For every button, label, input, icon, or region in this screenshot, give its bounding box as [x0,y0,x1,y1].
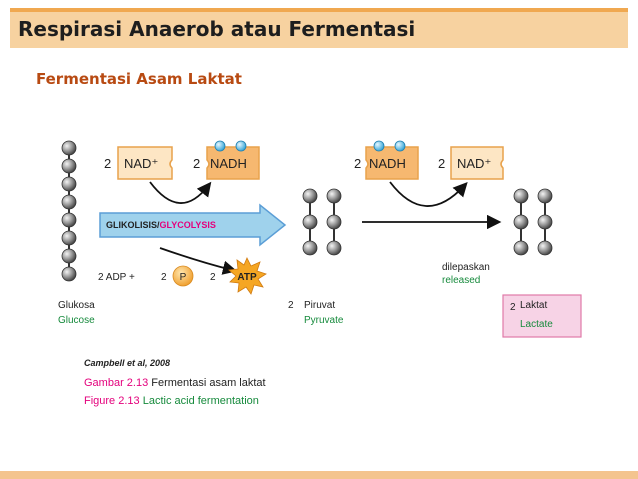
nad-right-box [450,146,504,180]
electron-icon [394,140,406,152]
nadh-right-coefficient: 2 [354,156,361,171]
electron-icon [235,140,247,152]
nadh-right-box [365,140,419,180]
figure-caption-en: Figure 2.13 Lactic acid fermentation [84,395,259,407]
nadh-left-box [206,140,260,180]
pyruvate-label-id: Piruvat [304,300,335,311]
pyruvate-label-en: Pyruvate [304,315,344,326]
electron-icon [373,140,385,152]
nad-left-coefficient: 2 [104,156,111,171]
nadh-left-label: NADH [210,156,247,171]
phosphate-label: P [180,272,187,283]
glucose-label-en: Glucose [58,315,95,326]
pyruvate-coefficient: 2 [288,300,294,311]
nad-right-label: NAD⁺ [457,156,491,171]
atp-label: ATP [237,272,257,283]
glucose-label-id: Glukosa [58,300,95,311]
glucose-molecule [61,140,77,282]
bottom-band [0,471,638,479]
adp-label: 2 ADP + [98,272,135,283]
nad-left-box [117,146,173,180]
lactate-box [502,294,582,338]
released-label-en: released [442,275,480,286]
slide-subtitle: Fermentasi Asam Laktat [36,70,242,88]
nadh-right-label: NADH [369,156,406,171]
pyruvate-molecules [302,188,342,256]
released-label-id: dilepaskan [442,262,490,273]
nad-left-label: NAD⁺ [124,156,158,171]
slide-title: Respirasi Anaerob atau Fermentasi [18,17,416,41]
lactate-label-id: Laktat [520,300,547,311]
phosphate-icon [172,265,194,287]
atp-star-icon [228,257,267,295]
glycolysis-label: GLIKOLISIS/GLYCOLYSIS [106,220,216,230]
source-citation: Campbell et al, 2008 [84,358,170,368]
nadh-left-coefficient: 2 [193,156,200,171]
lactate-molecules [513,188,553,256]
glycolysis-arrow [99,203,287,247]
electron-icon [214,140,226,152]
atp-coefficient: 2 [210,272,216,283]
title-accent-line [10,8,628,12]
phosphorylation-arrow [159,247,238,275]
phosphate-coefficient: 2 [161,272,167,283]
nad-right-coefficient: 2 [438,156,445,171]
lactate-coefficient: 2 [510,302,516,313]
lactate-label-en: Lactate [520,319,553,330]
reduction-arrow [149,181,212,204]
oxidation-arrow [389,181,468,207]
title-band [10,8,628,48]
figure-caption-id: Gambar 2.13 Fermentasi asam laktat [84,377,266,389]
